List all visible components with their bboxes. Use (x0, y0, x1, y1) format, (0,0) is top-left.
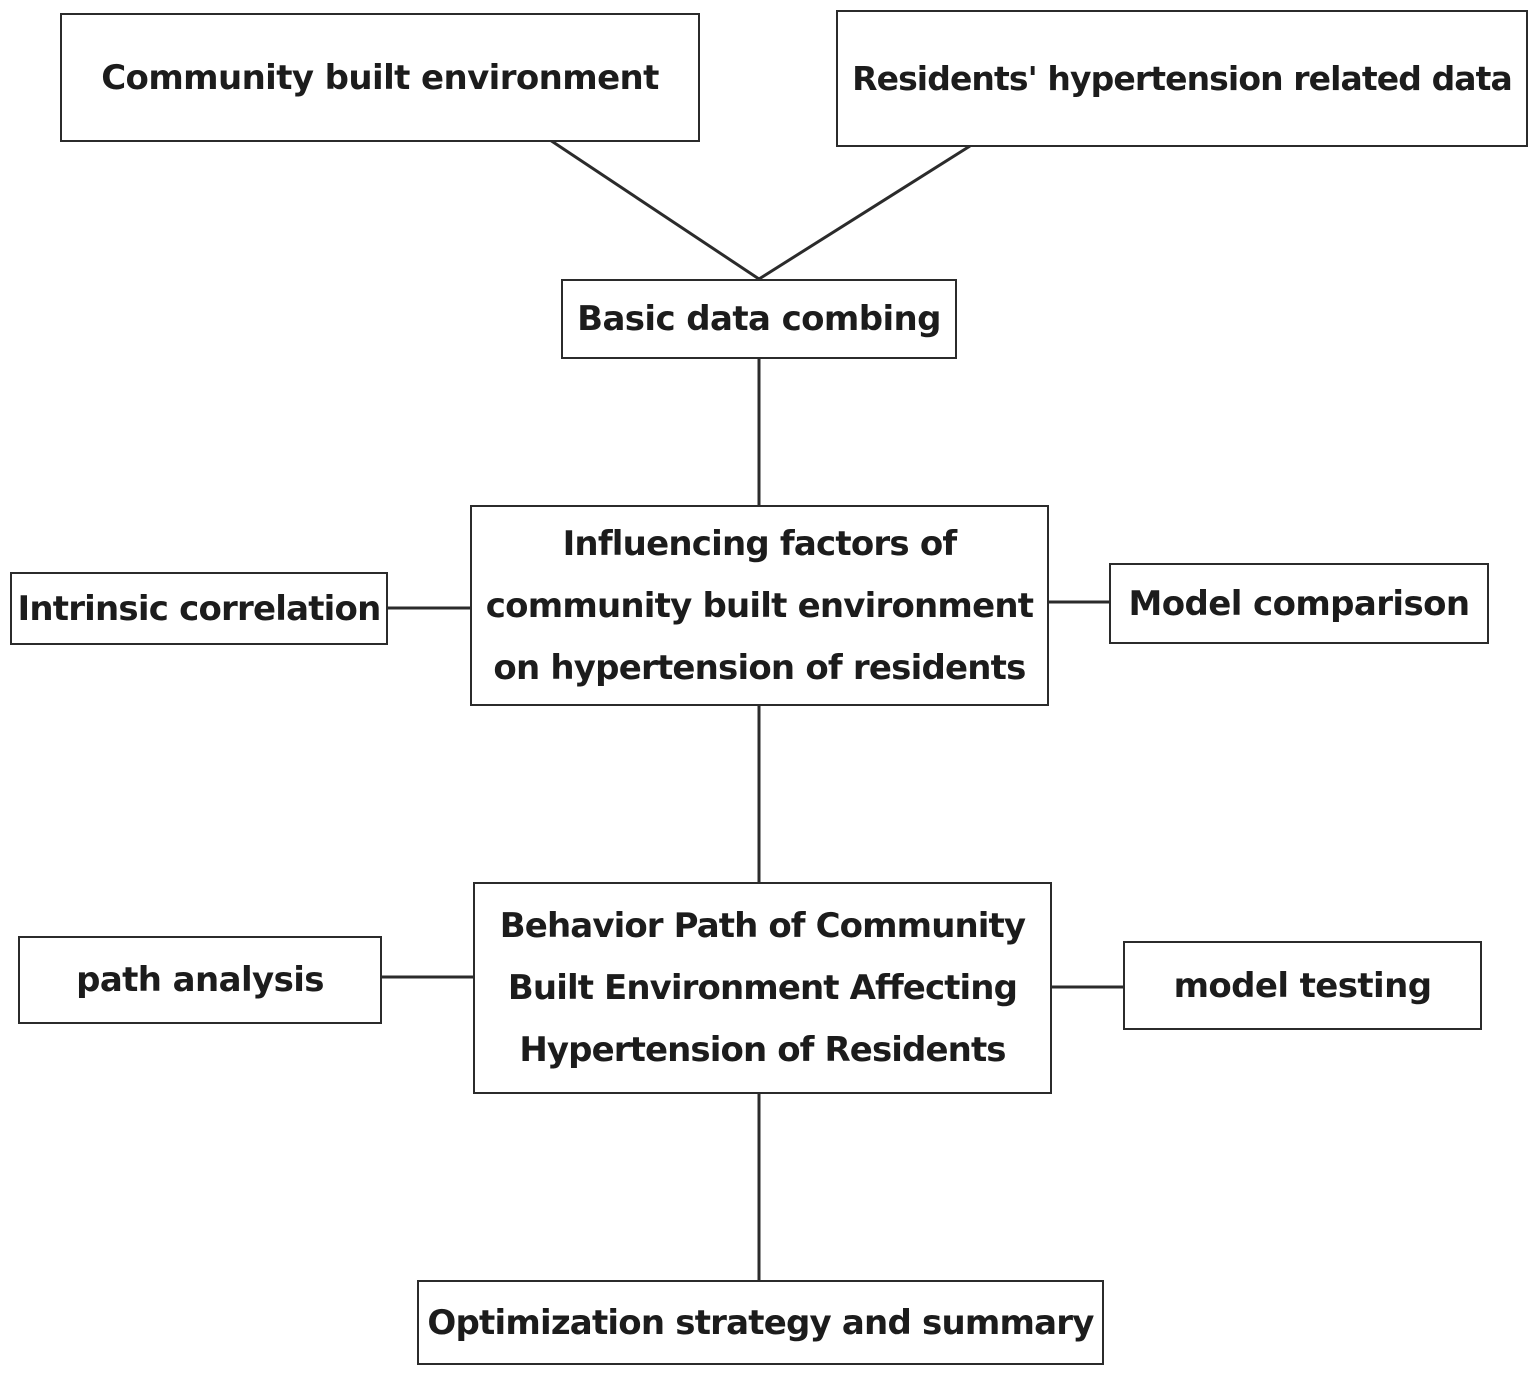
node-optimization-strategy: Optimization strategy and summary (417, 1280, 1104, 1365)
node-label: Intrinsic correlation (17, 588, 382, 629)
node-basic-data-combing: Basic data combing (561, 279, 957, 359)
node-label: Influencing factors of community built e… (485, 523, 1034, 688)
node-path-analysis: path analysis (18, 936, 382, 1024)
node-behavior-path: Behavior Path of Community Built Environ… (473, 882, 1052, 1094)
node-community-built-environment: Community built environment (60, 13, 700, 142)
node-label: Behavior Path of Community Built Environ… (499, 906, 1026, 1070)
node-intrinsic-correlation: Intrinsic correlation (10, 572, 388, 645)
edge-community-basic (549, 138, 760, 281)
node-influencing-factors: Influencing factors of community built e… (470, 505, 1049, 706)
node-label: path analysis (76, 960, 324, 1000)
node-residents-hypertension-data: Residents' hypertension related data (836, 10, 1528, 147)
node-model-comparison: Model comparison (1109, 563, 1489, 644)
node-label: model testing (1173, 965, 1432, 1006)
node-label: Community built environment (101, 57, 659, 98)
node-label: Residents' hypertension related data (852, 58, 1513, 98)
node-model-testing: model testing (1123, 941, 1482, 1030)
edge-residents-basic (758, 144, 971, 281)
node-label: Model comparison (1128, 583, 1471, 624)
node-label: Basic data combing (577, 299, 941, 339)
node-label: Optimization strategy and summary (427, 1302, 1094, 1343)
